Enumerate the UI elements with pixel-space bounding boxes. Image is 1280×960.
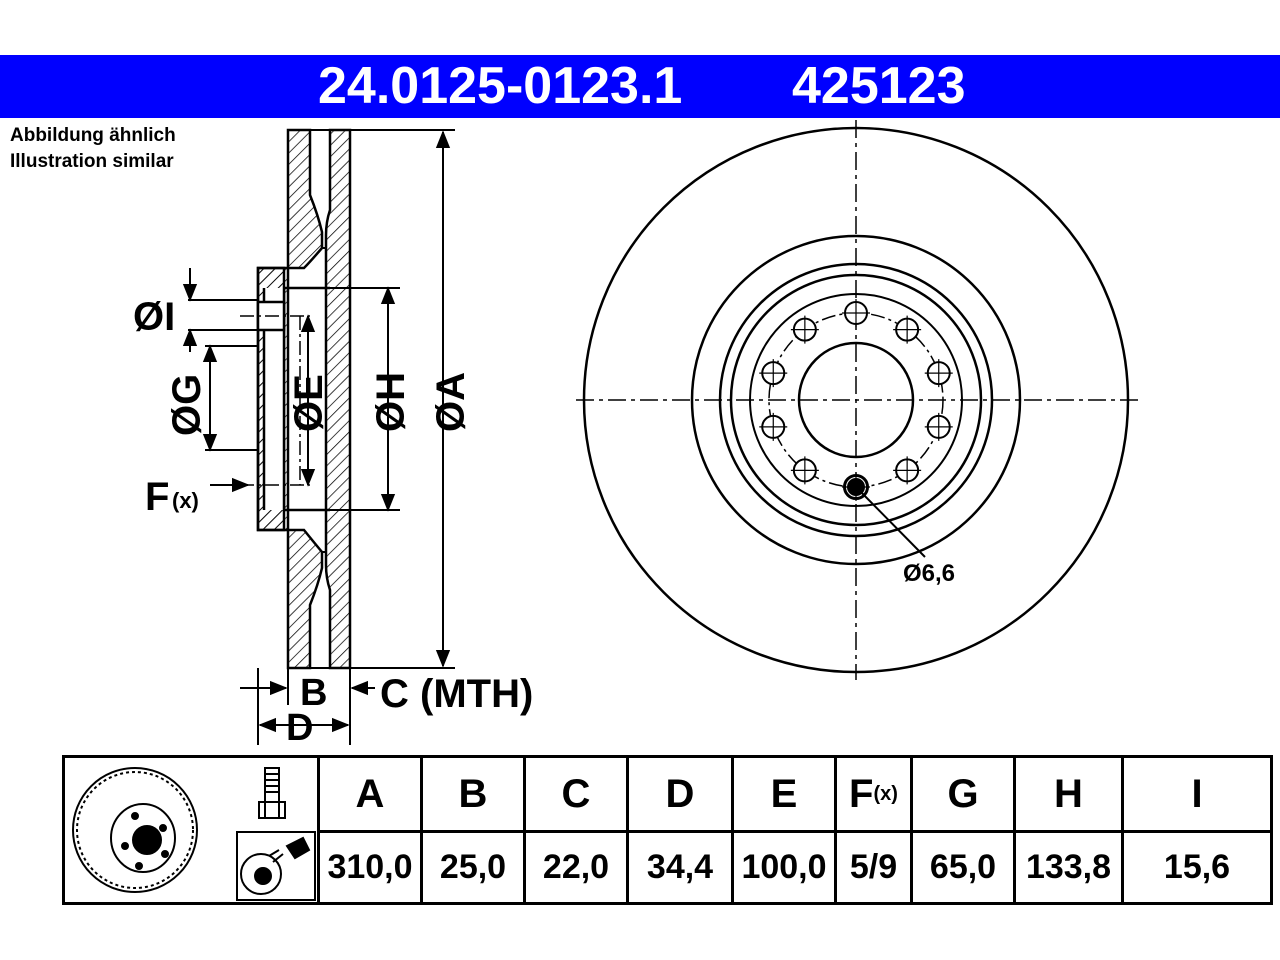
part-number: 24.0125-0123.1	[318, 57, 683, 115]
header-f-letter: F	[849, 771, 874, 816]
header-e: E	[731, 758, 834, 830]
section-center-lines	[240, 315, 310, 486]
note-line-english: Illustration similar	[10, 151, 174, 172]
label-c-mth: C (MTH)	[380, 672, 533, 716]
label-f: F	[145, 475, 169, 519]
label-dia-h: ØH	[369, 372, 413, 432]
header-b: B	[420, 758, 523, 830]
label-dia-i: ØI	[133, 295, 175, 339]
value-i: 15,6	[1121, 830, 1270, 902]
header-h: H	[1013, 758, 1121, 830]
spec-table: A 310,0 B 25,0 C 22,0 D 34,4 E 100,0 F(x…	[62, 755, 1273, 905]
grease-icon	[236, 831, 316, 901]
reference-number: 425123	[792, 57, 966, 115]
value-b: 25,0	[420, 830, 523, 902]
value-a: 310,0	[317, 830, 420, 902]
brake-disc-icon	[72, 767, 198, 893]
dimension-lines	[182, 129, 455, 745]
front-view	[576, 120, 1138, 680]
technical-drawing: ØI ØG ØE ØH ØA F (x) B C (MTH) D Ø6,6	[133, 120, 1138, 749]
label-hole-dia: Ø6,6	[903, 560, 955, 587]
icon-cell	[65, 758, 317, 902]
label-dia-g: ØG	[165, 374, 209, 436]
disc-section-inner-plate	[324, 128, 352, 670]
label-dia-e: ØE	[287, 374, 331, 432]
friction-ring-inner-edge	[690, 234, 1022, 566]
illustration-note: Abbildung ähnlich Illustration similar	[10, 123, 176, 175]
value-e: 100,0	[731, 830, 834, 902]
label-d: D	[286, 707, 313, 749]
header-i: I	[1121, 758, 1270, 830]
value-f: 5/9	[834, 830, 910, 902]
header-c: C	[523, 758, 626, 830]
label-dia-a: ØA	[429, 372, 473, 432]
header-g: G	[910, 758, 1013, 830]
value-d: 34,4	[626, 830, 731, 902]
bolt-icon	[258, 767, 286, 819]
note-line-german: Abbildung ähnlich	[10, 125, 176, 146]
label-f-sub: (x)	[172, 488, 199, 513]
value-g: 65,0	[910, 830, 1013, 902]
header-banner	[0, 55, 1280, 118]
header-f-sub: (x)	[873, 782, 898, 805]
value-h: 133,8	[1013, 830, 1121, 902]
header-a: A	[317, 758, 420, 830]
label-b: B	[300, 672, 327, 714]
value-c: 22,0	[523, 830, 626, 902]
cross-section-view	[256, 128, 352, 670]
header-f: F(x)	[834, 758, 910, 830]
header-d: D	[626, 758, 731, 830]
